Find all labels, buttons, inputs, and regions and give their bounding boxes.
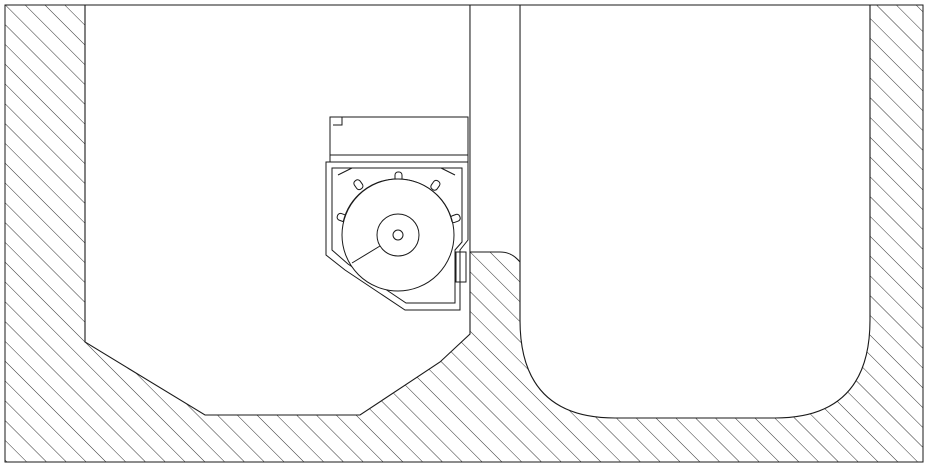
center-channel [469, 4, 521, 264]
right-cavity [519, 4, 871, 419]
roller-drum [341, 178, 455, 292]
roller-housing [325, 116, 469, 311]
